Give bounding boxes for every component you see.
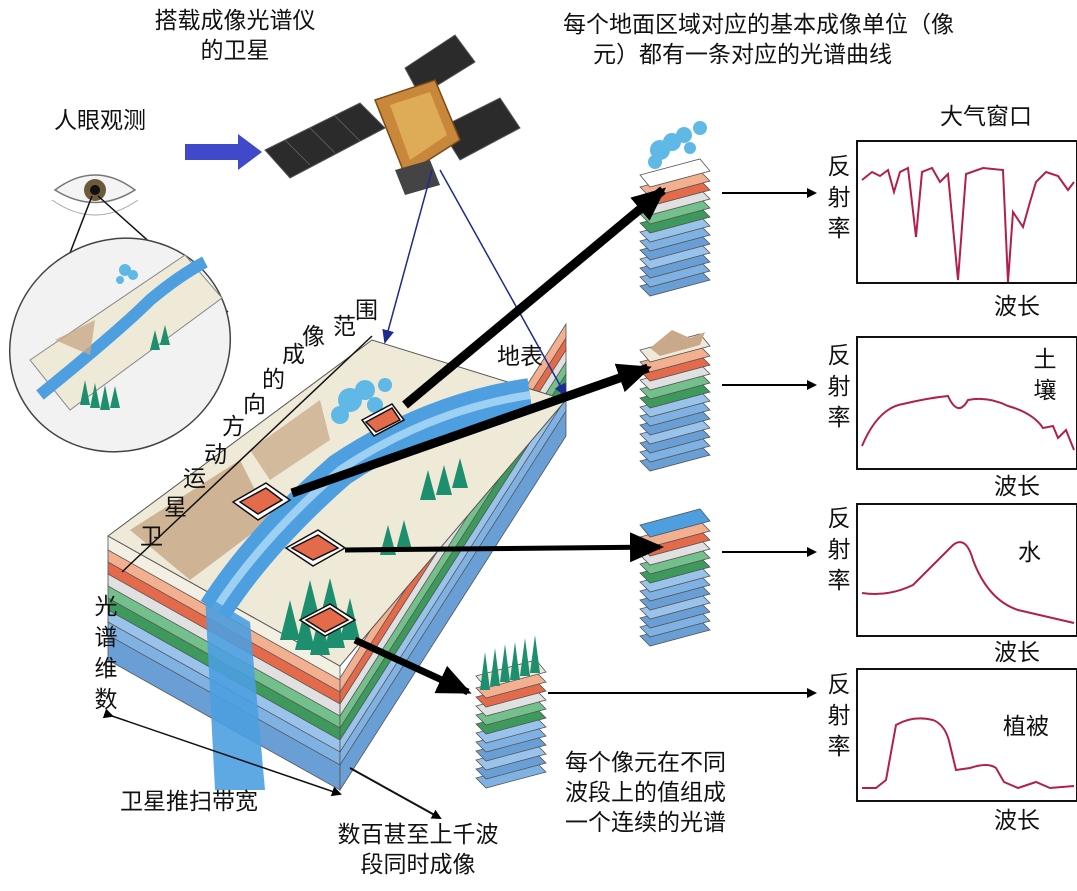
wavelength-label: 波长 xyxy=(994,640,1040,666)
reflectance-char: 率 xyxy=(827,734,851,760)
cloud-shape xyxy=(676,127,692,143)
spectrum-curve-vegetation xyxy=(862,717,1075,790)
bands-caption: 数百甚至上千波 段同时成像 xyxy=(318,820,518,880)
spectral-dimension-char: 数 xyxy=(94,687,118,713)
pixel-description-line: 每个地面区域对应的基本成像单位（像 xyxy=(563,12,954,38)
pixel-spectrum-caption: 每个像元在不同 波段上的值组成 一个连续的光谱 xyxy=(565,748,726,838)
soil-char: 壤 xyxy=(1033,378,1057,404)
pixel-stack-tree xyxy=(475,635,547,789)
pixel-spectrum-line: 一个连续的光谱 xyxy=(565,810,726,836)
reflectance-label: 反 射 率 xyxy=(824,152,854,245)
tree-shape xyxy=(500,644,510,682)
motion-char: 星 xyxy=(164,495,187,521)
motion-char: 的 xyxy=(262,367,285,393)
reflectance-char: 反 xyxy=(827,672,851,698)
pixel-spectral-stacks xyxy=(475,121,711,789)
pixel-description-caption: 每个地面区域对应的基本成像单位（像 元）都有一条对应的光谱曲线 xyxy=(553,10,1073,70)
soil-label: 土 壤 xyxy=(1030,345,1060,407)
pixel-top-face xyxy=(639,158,711,188)
motion-char: 动 xyxy=(204,442,227,468)
spectral-dimension-label: 光 谱 维 数 xyxy=(91,592,121,716)
water-pixel-arrow xyxy=(344,532,664,563)
tree-shape xyxy=(480,652,490,690)
pixel-stack-water xyxy=(639,508,711,647)
spectral-dimension-char: 谱 xyxy=(94,625,118,651)
spectral-dimension-char: 维 xyxy=(94,656,118,682)
satellite-caption-line: 搭载成像光谱仪 xyxy=(154,8,316,34)
motion-char: 范 xyxy=(333,314,356,340)
motion-char: 向 xyxy=(243,392,266,418)
motion-char: 像 xyxy=(302,324,325,350)
vegetation-pixel-arrow xyxy=(353,636,472,696)
reflectance-char: 射 xyxy=(827,374,851,400)
reflectance-char: 射 xyxy=(827,703,851,729)
human-observation-arrow-icon xyxy=(185,134,262,170)
tree-shape xyxy=(490,648,500,686)
soil-pixel-arrow xyxy=(290,363,652,498)
reflectance-char: 射 xyxy=(827,185,851,211)
swath-width-label: 卫星推扫带宽 xyxy=(120,789,258,815)
pixel-stack-cloud xyxy=(639,121,711,297)
motion-char: 卫 xyxy=(140,524,163,550)
spectrum-graph-water xyxy=(856,503,1077,637)
spectrum-curve-water xyxy=(861,541,1075,624)
motion-char: 运 xyxy=(183,466,206,492)
motion-direction-line xyxy=(121,335,373,573)
reflectance-char: 率 xyxy=(827,568,851,594)
soil-char: 土 xyxy=(1033,347,1057,373)
eye-view-scene xyxy=(8,237,232,453)
spectrum-graph-vegetation xyxy=(856,668,1077,802)
pixel-description-line: 元）都有一条对应的光谱曲线 xyxy=(593,42,892,68)
vegetation-label: 植被 xyxy=(1003,714,1049,740)
reflectance-char: 反 xyxy=(827,343,851,369)
pixel-stack-soil xyxy=(639,330,711,472)
pixel-spectrum-line: 每个像元在不同 xyxy=(565,750,726,776)
bands-pointer-arrow xyxy=(349,767,442,819)
reflectance-label: 反 射 率 xyxy=(824,504,854,597)
water-label: 水 xyxy=(1018,540,1041,566)
human-eye-label: 人眼观测 xyxy=(54,108,146,134)
surface-label: 地表 xyxy=(497,344,543,370)
tree-shape xyxy=(530,635,540,673)
spectrum-graph-atmosphere xyxy=(856,140,1077,284)
satellite-view-line xyxy=(382,169,433,344)
spectral-dimension-char: 光 xyxy=(94,594,118,620)
satellite-view-line xyxy=(439,169,567,398)
tree-shape xyxy=(520,638,530,676)
pixel-spectrum-line: 波段上的值组成 xyxy=(565,780,726,806)
reflectance-label: 反 射 率 xyxy=(824,670,854,763)
reflectance-char: 率 xyxy=(827,405,851,431)
bands-caption-line: 数百甚至上千波 xyxy=(337,822,499,848)
wavelength-label: 波长 xyxy=(994,294,1040,320)
satellite-caption-line: 的卫星 xyxy=(200,38,270,64)
spectrum-curve-soil xyxy=(861,394,1075,451)
spectrum-graph-soil xyxy=(856,336,1077,470)
reflectance-label: 反 射 率 xyxy=(824,341,854,434)
motion-char: 成 xyxy=(282,342,305,368)
soil-shape xyxy=(650,330,705,356)
bands-caption-line: 段同时成像 xyxy=(360,852,476,878)
motion-char: 围 xyxy=(355,298,378,324)
cloud-shape xyxy=(684,142,696,154)
motion-char: 方 xyxy=(222,414,245,440)
reflectance-char: 反 xyxy=(827,506,851,532)
satellite-icon xyxy=(264,34,521,195)
atmosphere-window-label: 大气窗口 xyxy=(940,104,1032,130)
tree-shape xyxy=(510,642,520,680)
reflectance-char: 反 xyxy=(827,154,851,180)
cloud-pixel-arrow xyxy=(402,186,667,409)
wavelength-label: 波长 xyxy=(994,474,1040,500)
cloud-shape xyxy=(648,155,662,169)
eye-icon xyxy=(51,174,139,216)
swath-width-arrow xyxy=(102,708,342,797)
cloud-shape xyxy=(693,121,707,135)
spectrum-curve-atmosphere xyxy=(861,166,1075,283)
satellite-caption: 搭载成像光谱仪 的卫星 xyxy=(110,6,360,66)
reflectance-char: 率 xyxy=(827,216,851,242)
wavelength-label: 波长 xyxy=(994,808,1040,834)
reflectance-char: 射 xyxy=(827,537,851,563)
